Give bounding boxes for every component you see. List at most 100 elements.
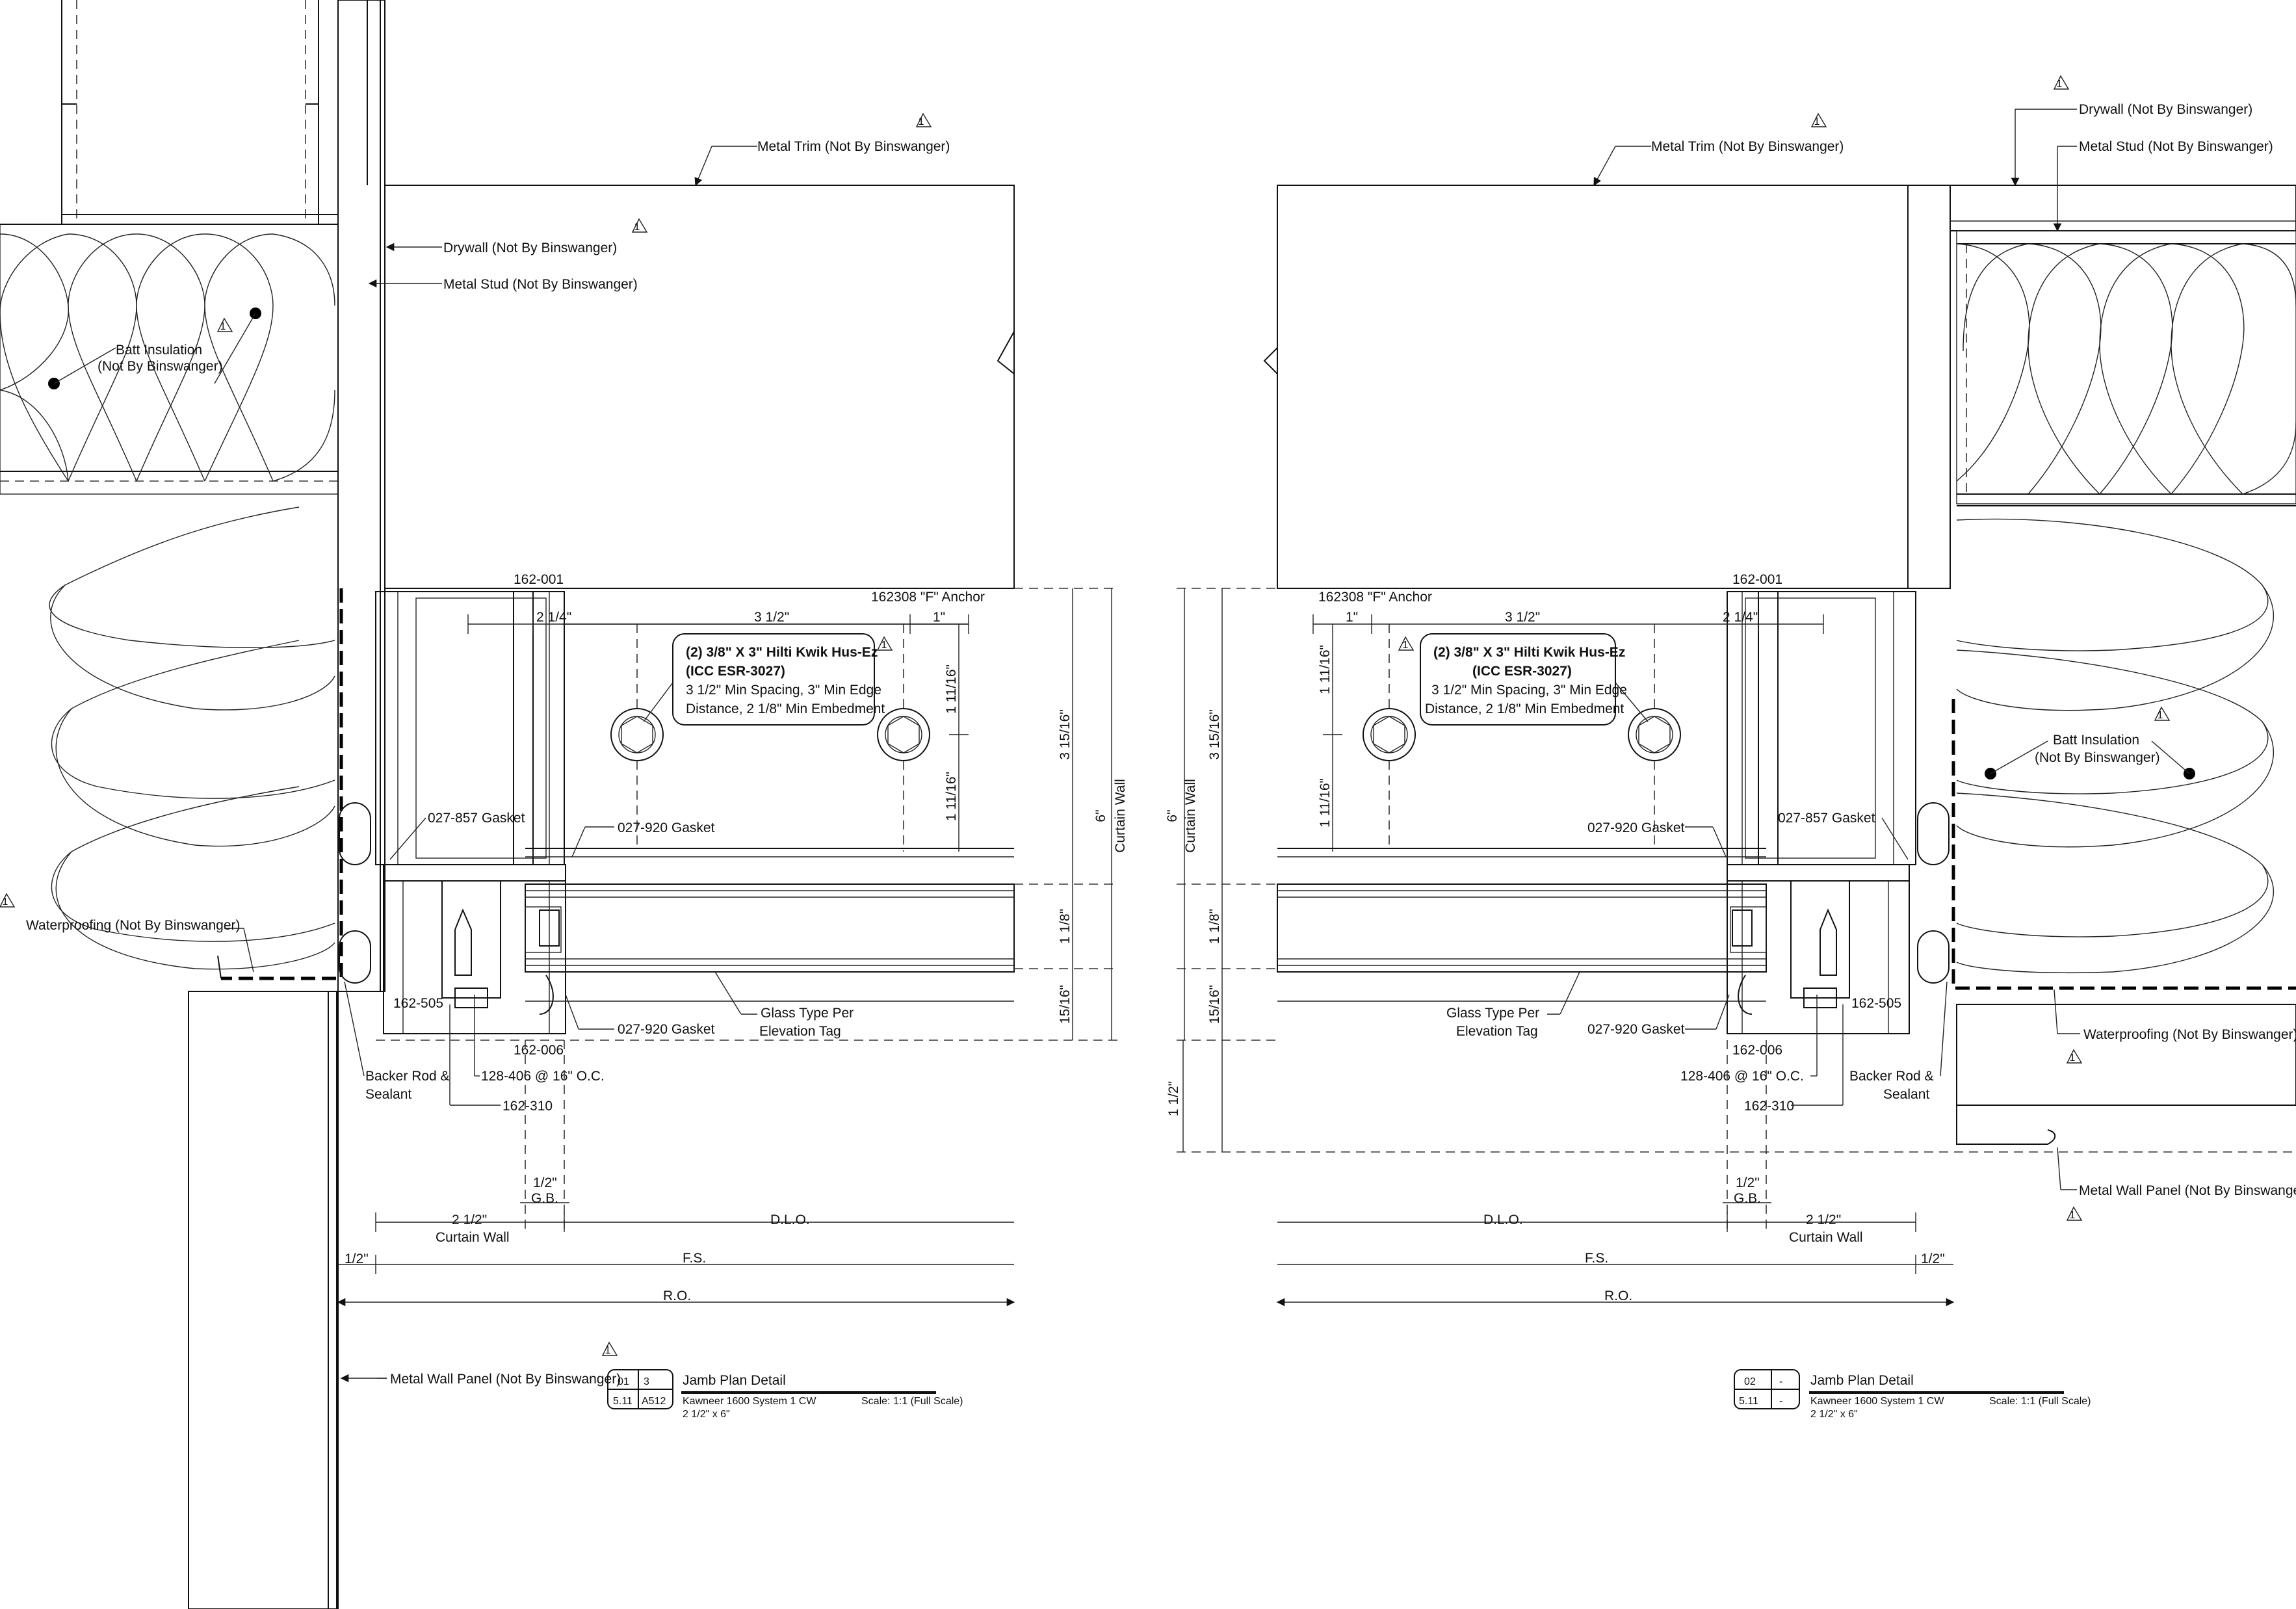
revision-delta: 1 (2066, 1049, 2083, 1064)
glass-type-label-2: Elevation Tag (759, 1024, 841, 1039)
part-162-310-label-right: 162-310 (1744, 1099, 1794, 1114)
svg-text:1/2": 1/2" (345, 1251, 369, 1266)
gasket-920-top-label-right: 027-920 Gasket (1587, 820, 1685, 835)
backer-rod-right-2 (1917, 930, 1950, 984)
gasket-920-bottom-label: 027-920 Gasket (618, 1022, 715, 1037)
svg-text:Jamb Plan Detail: Jamb Plan Detail (1810, 1373, 1914, 1388)
gasket-920-top-label: 027-920 Gasket (618, 820, 715, 835)
glass-unit-right (1277, 848, 1767, 1002)
svg-text:5.11: 5.11 (613, 1396, 633, 1407)
svg-text:1: 1 (919, 116, 924, 127)
revision-delta: 1 (2053, 75, 2070, 90)
svg-text:1": 1" (933, 610, 945, 625)
anchor-bolt (1628, 708, 1681, 761)
svg-text:R.O.: R.O. (663, 1289, 691, 1303)
svg-text:2 1/2" x 6": 2 1/2" x 6" (683, 1409, 730, 1420)
svg-text:1 11/16": 1 11/16" (944, 772, 959, 821)
svg-text:1 1/8": 1 1/8" (1207, 909, 1222, 944)
anchor-bolt (877, 708, 930, 761)
svg-text:G.B.: G.B. (531, 1191, 558, 1206)
svg-text:F.S.: F.S. (683, 1251, 706, 1266)
part-162-310-label: 162-310 (502, 1099, 553, 1114)
backer-rod-label-right-2: Sealant (1883, 1087, 1929, 1102)
svg-text:1: 1 (2057, 79, 2063, 90)
svg-text:-: - (1779, 1396, 1782, 1407)
svg-text:(ICC ESR-3027): (ICC ESR-3027) (1472, 664, 1572, 679)
svg-text:15/16": 15/16" (1058, 985, 1073, 1024)
dimensions-right: 1" 3 1/2" 2 1/4" 1 11/16" 1 11/16" 3 15/… (1165, 588, 2296, 1307)
metal-wall-panel-left (188, 991, 337, 1609)
svg-text:(ICC ESR-3027): (ICC ESR-3027) (686, 664, 785, 679)
part-162-001-label-right: 162-001 (1732, 572, 1782, 587)
svg-text:1/2": 1/2" (533, 1175, 557, 1190)
metal-stud-label: Metal Stud (Not By Binswanger) (443, 277, 638, 292)
detail-01-jamb-plan: Batt Insulation (Not By Binswanger) Meta… (0, 0, 1128, 1609)
waterproofing-label-right: Waterproofing (Not By Binswanger) (2083, 1027, 2296, 1042)
batt-insulation-label-2: (Not By Binswanger) (98, 359, 223, 374)
svg-text:-: - (1779, 1376, 1782, 1387)
detail-tag-01: 01 3 5.11 A512 Jamb Plan Detail Kawneer … (607, 1369, 963, 1420)
svg-text:1/2": 1/2" (1921, 1251, 1945, 1266)
revision-delta: 1 (2154, 706, 2171, 721)
svg-text:6": 6" (1165, 809, 1180, 822)
svg-text:1: 1 (1403, 640, 1409, 651)
anchor-bolt (1363, 708, 1416, 761)
revision-delta: 1 (2066, 1206, 2083, 1221)
dimensions-left: 2 1/4" 3 1/2" 1" 1 11/16" 1 11/16" 3 15/… (337, 588, 1128, 1307)
slab-right (1277, 185, 1909, 589)
svg-text:5.11: 5.11 (1739, 1396, 1758, 1407)
part-128-406-label-right: 128-406 @ 16" O.C. (1680, 1069, 1804, 1084)
svg-text:1 1/2": 1 1/2" (1166, 1081, 1181, 1116)
gasket-920-bottom-label-right: 027-920 Gasket (1587, 1022, 1685, 1037)
curtain-wall-mullion-right (1727, 591, 1916, 1034)
svg-text:1: 1 (2070, 1053, 2076, 1064)
batt-insulation-label-right-2: (Not By Binswanger) (2035, 750, 2160, 765)
svg-text:1 11/16": 1 11/16" (1318, 645, 1333, 694)
backer-rod-left-2 (339, 930, 371, 984)
batt-insulation-top-left (0, 233, 335, 482)
drywall-left (337, 0, 385, 992)
svg-text:Curtain Wall: Curtain Wall (1789, 1230, 1863, 1245)
svg-text:1: 1 (605, 1345, 611, 1356)
svg-text:1": 1" (1346, 610, 1358, 625)
svg-text:F.S.: F.S. (1585, 1251, 1608, 1266)
batt-insulation-label-right: Batt Insulation (2053, 733, 2139, 748)
svg-text:2 1/2": 2 1/2" (1806, 1212, 1841, 1227)
svg-text:Jamb Plan Detail: Jamb Plan Detail (683, 1373, 786, 1388)
anchor-label-right: 162308 "F" Anchor (1318, 590, 1432, 605)
svg-text:1/2": 1/2" (1736, 1175, 1760, 1190)
svg-text:(2) 3/8" X 3" Hilti Kwik Hus-E: (2) 3/8" X 3" Hilti Kwik Hus-Ez (686, 645, 878, 660)
part-162-505-label-right: 162-505 (1851, 996, 1901, 1011)
backer-rod-left-1 (339, 802, 371, 865)
detail-02-jamb-plan: Metal Trim (Not By Binswanger) 1 Drywall… (1165, 75, 2296, 1420)
svg-text:1 11/16": 1 11/16" (1318, 778, 1333, 828)
metal-stud-label-right: Metal Stud (Not By Binswanger) (2079, 139, 2273, 154)
svg-text:3 1/2" Min Spacing, 3" Min Edg: 3 1/2" Min Spacing, 3" Min Edge (1431, 683, 1627, 698)
part-162-001-label: 162-001 (514, 572, 564, 587)
svg-text:Kawneer 1600 System 1 CW: Kawneer 1600 System 1 CW (683, 1396, 816, 1407)
svg-text:Kawneer 1600 System 1 CW: Kawneer 1600 System 1 CW (1810, 1396, 1944, 1407)
svg-text:Curtain Wall: Curtain Wall (1183, 779, 1198, 853)
svg-text:3 1/2": 3 1/2" (754, 610, 789, 625)
svg-text:3 1/2" Min Spacing, 3" Min Edg: 3 1/2" Min Spacing, 3" Min Edge (686, 683, 881, 698)
svg-text:1 11/16": 1 11/16" (944, 664, 959, 714)
glass-type-label: Glass Type Per (761, 1006, 854, 1021)
glass-type-label-right-2: Elevation Tag (1456, 1024, 1538, 1039)
metal-wall-panel-label: Metal Wall Panel (Not By Binswanger) (390, 1372, 621, 1387)
svg-text:2 1/2": 2 1/2" (452, 1212, 487, 1227)
svg-text:1: 1 (3, 896, 8, 908)
drywall-label: Drywall (Not By Binswanger) (443, 241, 617, 255)
svg-text:2 1/4": 2 1/4" (1723, 610, 1758, 625)
anchor-callout-left: (2) 3/8" X 3" Hilti Kwik Hus-Ez (ICC ESR… (643, 633, 893, 726)
metal-trim-label: Metal Trim (Not By Binswanger) (757, 139, 950, 154)
revision-delta: 1 (1810, 112, 1827, 127)
left-stud-wall (0, 0, 339, 495)
svg-text:Distance, 2 1/8" Min Embedmen: Distance, 2 1/8" Min Embedment (1425, 701, 1624, 716)
batt-insulation-column-right (1956, 518, 2275, 974)
revision-delta: 1 (915, 112, 932, 127)
waterproofing-line-right (1951, 699, 2296, 990)
svg-text:1: 1 (2158, 710, 2163, 721)
svg-text:1: 1 (220, 321, 226, 332)
svg-text:01: 01 (618, 1376, 629, 1387)
